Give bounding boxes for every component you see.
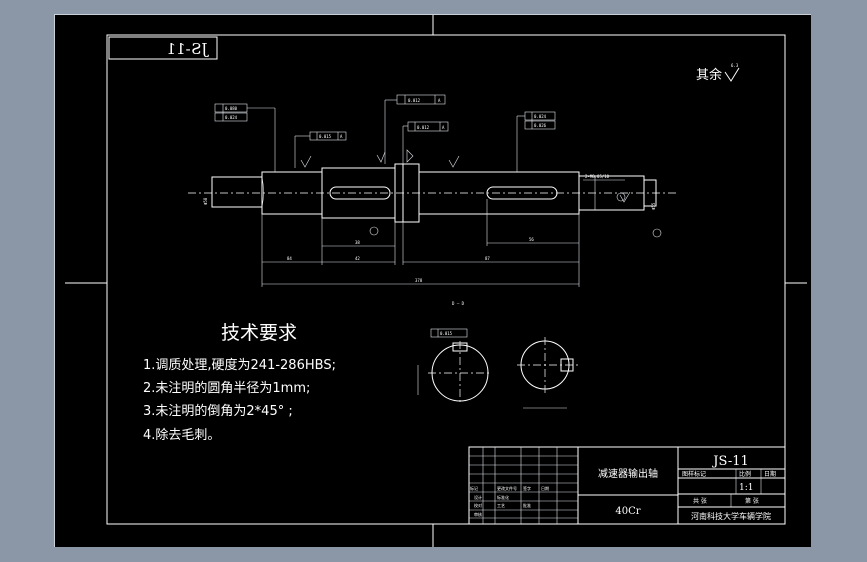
svg-text:A: A bbox=[340, 134, 343, 139]
drawing-number: JS-11 bbox=[711, 454, 749, 469]
svg-text:0.026: 0.026 bbox=[534, 123, 547, 128]
svg-text:比例: 比例 bbox=[739, 470, 751, 478]
svg-text:设计: 设计 bbox=[474, 494, 482, 500]
svg-text:6.3: 6.3 bbox=[731, 63, 739, 68]
svg-text:A: A bbox=[438, 98, 441, 103]
requirement-3: 3.未注明的倒角为2*45° ; bbox=[143, 403, 293, 419]
svg-text:日期: 日期 bbox=[764, 470, 776, 478]
svg-text:84: 84 bbox=[287, 256, 292, 261]
svg-text:更改文件号: 更改文件号 bbox=[497, 485, 517, 491]
svg-text:标记: 标记 bbox=[470, 485, 478, 491]
requirements-title: 技术要求 bbox=[221, 322, 297, 344]
svg-text:0.015: 0.015 bbox=[440, 331, 453, 336]
svg-text:0.024: 0.024 bbox=[534, 114, 547, 119]
svg-text:第 张: 第 张 bbox=[745, 497, 759, 505]
svg-text:D — D: D — D bbox=[452, 301, 465, 306]
svg-text:共 张: 共 张 bbox=[693, 497, 707, 505]
svg-text:签字: 签字 bbox=[523, 485, 531, 491]
svg-text:378: 378 bbox=[415, 278, 423, 283]
svg-text:审核: 审核 bbox=[474, 511, 482, 517]
svg-text:日期: 日期 bbox=[541, 485, 549, 491]
section-views: D — D 0.015 bbox=[417, 301, 579, 409]
tolerance-frame-b: 0.015 A bbox=[294, 131, 347, 168]
drawing-sheet: JS-11 其余 6.3 Φ58 Φ55 84 42 bbox=[54, 14, 811, 547]
mirrored-code-box: JS-11 bbox=[108, 36, 218, 60]
svg-text:87: 87 bbox=[485, 256, 490, 261]
svg-text:0.012: 0.012 bbox=[417, 125, 430, 130]
svg-text:0.024: 0.024 bbox=[225, 115, 238, 120]
svg-text:42: 42 bbox=[355, 256, 360, 261]
svg-text:0.015: 0.015 bbox=[319, 134, 332, 139]
svg-text:工艺: 工艺 bbox=[497, 503, 505, 508]
requirement-2: 2.未注明的圆角半径为1mm; bbox=[143, 380, 310, 396]
svg-text:其余: 其余 bbox=[696, 67, 722, 83]
svg-text:Φ55: Φ55 bbox=[651, 202, 656, 210]
svg-text:2-M8.05/10: 2-M8.05/10 bbox=[585, 174, 610, 179]
svg-text:校对: 校对 bbox=[474, 502, 482, 508]
roughness-symbols bbox=[300, 149, 662, 238]
left-keyway bbox=[329, 186, 391, 200]
svg-text:JS-11: JS-11 bbox=[167, 40, 210, 58]
svg-text:0.080: 0.080 bbox=[225, 106, 238, 111]
surface-roughness-note: 其余 6.3 bbox=[696, 63, 740, 83]
svg-text:0.012: 0.012 bbox=[408, 98, 421, 103]
requirement-4: 4.除去毛刺。 bbox=[143, 428, 220, 443]
tolerance-frame-c: 0.012 A bbox=[402, 121, 449, 164]
title-block: 标记 更改文件号 签字 日期 设计 标准化 校对 审核 工艺 批准 减速器输出轴… bbox=[468, 446, 786, 525]
svg-text:1:1: 1:1 bbox=[739, 483, 753, 493]
school-name: 河南科技大学车辆学院 bbox=[691, 511, 771, 521]
svg-text:标准化: 标准化 bbox=[497, 494, 509, 500]
shaft-main-view: Φ58 Φ55 bbox=[188, 163, 679, 223]
technical-requirements: 技术要求 1.调质处理,硬度为241-286HBS; 2.未注明的圆角半径为1m… bbox=[143, 322, 336, 443]
border-frame bbox=[106, 34, 786, 525]
svg-text:图样标记: 图样标记 bbox=[682, 470, 706, 478]
right-keyway bbox=[486, 186, 558, 200]
svg-text:A: A bbox=[442, 125, 445, 130]
tolerance-frame-right: 0.024 0.026 bbox=[516, 111, 556, 172]
svg-text:批准: 批准 bbox=[523, 502, 531, 508]
svg-text:Φ58: Φ58 bbox=[203, 197, 208, 205]
svg-text:38: 38 bbox=[355, 240, 360, 245]
engineering-drawing: JS-11 其余 6.3 Φ58 Φ55 84 42 bbox=[65, 15, 807, 547]
tolerance-frame-left: 0.080 0.024 bbox=[214, 103, 276, 172]
tolerance-frame-a: 0.012 A bbox=[384, 94, 446, 164]
part-name: 减速器输出轴 bbox=[598, 467, 658, 480]
material: 40Cr bbox=[615, 506, 640, 517]
requirement-1: 1.调质处理,硬度为241-286HBS; bbox=[143, 357, 336, 373]
dimension-lines: 84 42 87 38 56 378 2-M8.05/10 bbox=[261, 174, 625, 287]
svg-text:56: 56 bbox=[529, 237, 534, 242]
